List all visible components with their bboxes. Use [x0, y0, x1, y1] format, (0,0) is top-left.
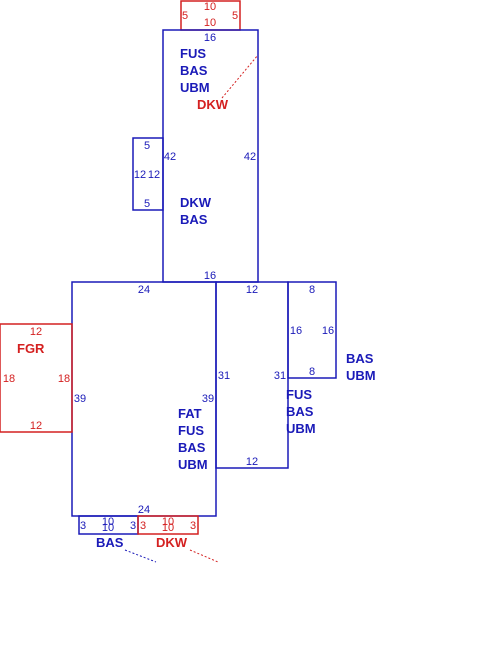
bay-outline	[132, 137, 164, 211]
small-right-dim-right: 16	[322, 325, 334, 337]
middle-label-fus: FUS	[286, 387, 312, 402]
middle-label-bas: BAS	[286, 404, 314, 419]
bay-dim-right: 12	[148, 169, 160, 181]
fgr-section: 12 12 18 18 FGR	[0, 323, 73, 433]
main-label-ubm: UBM	[178, 457, 208, 472]
bottom-dkw-leader	[189, 549, 219, 563]
main-label-fat: FAT	[178, 406, 202, 421]
fgr-dim-left: 18	[3, 373, 15, 385]
small-right-label-bas: BAS	[346, 351, 374, 366]
top-addition-dim-right: 5	[232, 10, 238, 22]
bay-dim-top: 5	[144, 140, 150, 152]
main-dim-left: 39	[74, 393, 86, 405]
bottom-dkw-section: 10 10 3 3 DKW	[137, 515, 219, 563]
upper-label-fus: FUS	[180, 46, 206, 61]
middle-dim-bottom: 12	[246, 456, 258, 468]
middle-dim-right: 31	[274, 370, 286, 382]
fgr-label: FGR	[17, 341, 45, 356]
small-right-dim-bottom: 8	[309, 366, 315, 378]
small-right-dim-left: 16	[290, 325, 302, 337]
small-right-section: 8 8 16 16 BAS UBM	[287, 281, 376, 383]
small-right-outline	[287, 281, 337, 379]
bottom-bas-label: BAS	[96, 535, 124, 550]
upper-label-ubm: UBM	[180, 80, 210, 95]
small-right-dim-top: 8	[309, 284, 315, 296]
main-section-outline	[71, 281, 217, 517]
bottom-bas-section: 10 10 3 3 BAS	[78, 515, 157, 563]
bottom-dkw-dim-bottom: 10	[162, 522, 174, 534]
bottom-dkw-dim-left: 3	[140, 520, 146, 532]
bottom-bas-dim-left: 3	[80, 520, 86, 532]
bay-dim-bottom: 5	[144, 198, 150, 210]
middle-dim-top: 12	[246, 284, 258, 296]
bottom-bas-dim-top: 10	[102, 516, 114, 528]
upper-dim-bottom: 16	[204, 270, 216, 282]
fgr-dim-top: 12	[30, 326, 42, 338]
bay-dim-left: 12	[134, 169, 146, 181]
top-addition-dim-left: 5	[182, 10, 188, 22]
bottom-bas-dim-bottom: 10	[102, 522, 114, 534]
upper-label-dkw-red: DKW	[197, 97, 229, 112]
bottom-bas-dim-right: 3	[130, 520, 136, 532]
middle-dim-left: 31	[218, 370, 230, 382]
fgr-dim-bottom: 12	[30, 420, 42, 432]
upper-label-bas: BAS	[180, 63, 208, 78]
upper-dim-right: 42	[244, 151, 256, 163]
main-dim-top: 24	[138, 284, 150, 296]
top-addition-dim-top: 10	[204, 1, 216, 13]
bottom-bas-leader	[124, 549, 157, 563]
middle-section: 12 12 31 31 FUS BAS UBM	[215, 281, 316, 469]
bay-section: 5 5 12 12	[132, 137, 164, 211]
fgr-outline	[0, 323, 73, 433]
bottom-dkw-outline	[137, 515, 199, 535]
fgr-dim-right: 18	[58, 373, 70, 385]
bottom-dkw-dim-right: 3	[190, 520, 196, 532]
main-label-fus: FUS	[178, 423, 204, 438]
bottom-dkw-dim-top: 10	[162, 516, 174, 528]
upper-label-dkw: DKW	[180, 195, 212, 210]
upper-dkw-leader	[221, 54, 259, 99]
main-dim-right: 39	[202, 393, 214, 405]
top-addition-section: 10 10 5 5	[180, 0, 241, 31]
main-section: 24 24 39 39 FAT FUS BAS UBM	[71, 281, 217, 517]
upper-section: 16 42 42 16 FUS BAS UBM DKW DKW BAS	[162, 29, 259, 283]
bottom-dkw-label: DKW	[156, 535, 188, 550]
middle-label-ubm: UBM	[286, 421, 316, 436]
main-label-bas: BAS	[178, 440, 206, 455]
upper-dim-left: 42	[164, 151, 176, 163]
upper-dim-top: 16	[204, 32, 216, 44]
main-dim-bottom: 24	[138, 504, 150, 516]
small-right-label-ubm: UBM	[346, 368, 376, 383]
top-addition-dim-bottom: 10	[204, 17, 216, 29]
upper-label-bas-2: BAS	[180, 212, 208, 227]
